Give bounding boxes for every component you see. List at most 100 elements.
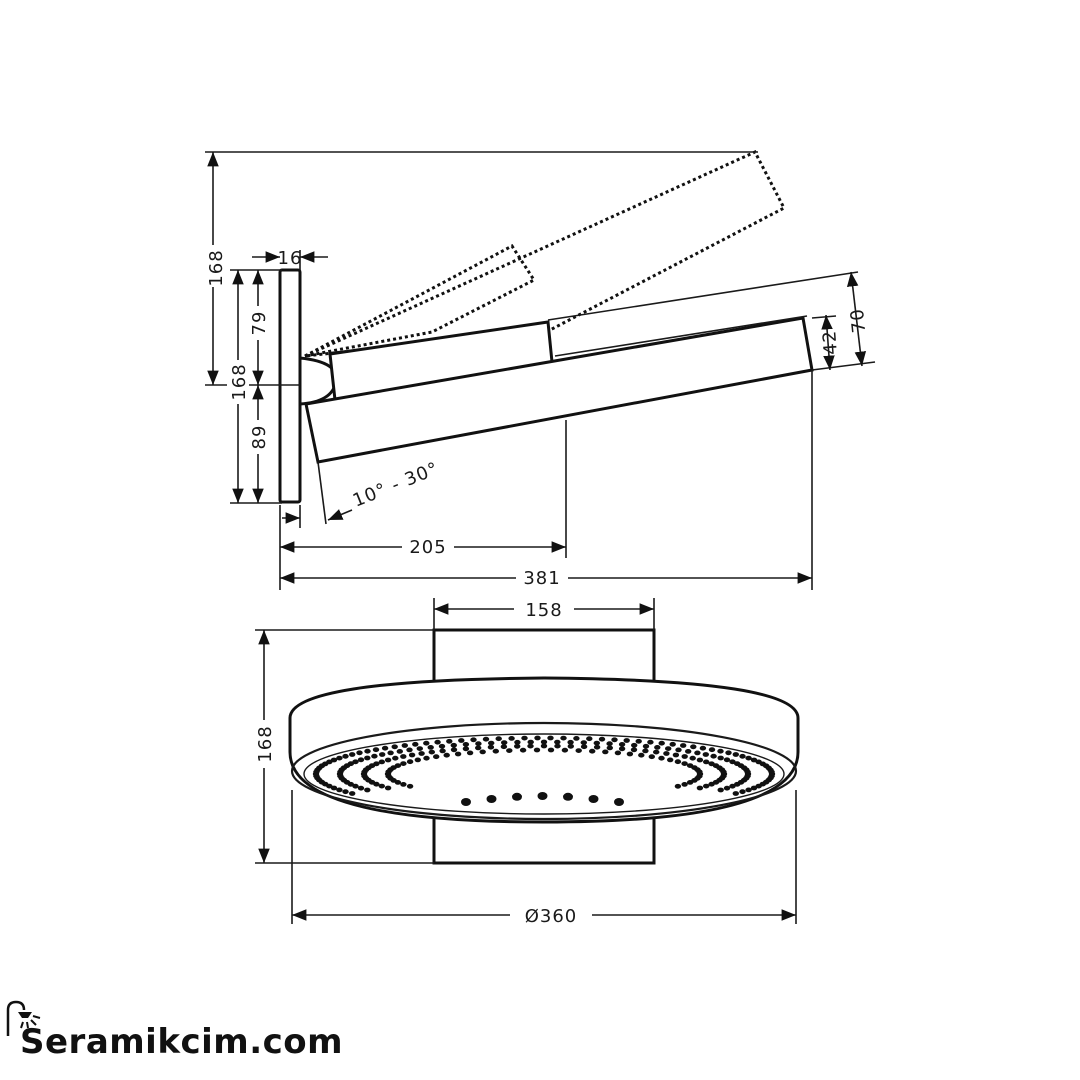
label-381: 381	[523, 568, 560, 589]
nozzle	[352, 759, 359, 765]
ext-head-bottom	[811, 361, 876, 371]
nozzle	[750, 757, 758, 763]
label-158: 158	[525, 600, 562, 621]
nozzle	[423, 740, 430, 746]
shower-icon	[6, 1000, 41, 1036]
nozzle	[521, 735, 528, 741]
nozzle	[373, 761, 380, 767]
nozzle	[527, 743, 534, 749]
nozzle	[573, 736, 580, 741]
nozzle	[508, 736, 515, 741]
nozzle	[685, 749, 692, 754]
nozzle	[396, 749, 403, 754]
nozzle	[527, 739, 534, 745]
nozzle	[703, 759, 710, 765]
nozzle	[356, 750, 363, 756]
nozzle	[567, 739, 574, 745]
nozzle	[702, 752, 709, 757]
nozzle	[654, 745, 661, 750]
nozzle	[768, 769, 775, 775]
nozzle	[681, 754, 688, 759]
label-205: 205	[409, 537, 446, 558]
nozzle	[547, 735, 554, 741]
nozzle	[428, 749, 435, 755]
nozzle	[378, 783, 385, 789]
nozzle	[400, 754, 407, 759]
nozzle	[378, 759, 385, 765]
nozzle	[342, 753, 349, 759]
wall-plate	[278, 268, 302, 504]
nozzle	[663, 751, 670, 756]
nozzle	[611, 737, 618, 743]
nozzle	[606, 741, 613, 747]
nozzle	[439, 748, 446, 754]
nozzle	[458, 738, 465, 743]
nozzle	[675, 747, 682, 753]
nozzle	[475, 745, 482, 751]
label-angle: 10° - 30°	[350, 458, 442, 511]
nozzle	[330, 785, 338, 791]
nozzle	[519, 747, 527, 753]
shower-head-side	[304, 316, 814, 464]
shower-head-front	[288, 676, 800, 824]
nozzle	[745, 787, 752, 793]
nozzle	[725, 750, 732, 756]
spray-nozzles	[312, 735, 776, 806]
nozzle	[434, 739, 441, 745]
nozzle	[487, 744, 495, 750]
label-16: 16	[278, 248, 303, 269]
nozzle	[372, 747, 380, 753]
nozzle	[495, 736, 502, 742]
nozzle	[406, 747, 413, 753]
large-nozzle	[512, 792, 522, 801]
nozzle	[606, 745, 613, 751]
nozzle	[696, 785, 704, 791]
nozzle	[406, 783, 414, 789]
label-168-top: 168	[206, 249, 227, 286]
nozzle	[658, 740, 665, 746]
nozzle	[630, 747, 638, 753]
nozzle	[514, 739, 521, 745]
nozzle	[412, 741, 419, 747]
nozzle	[400, 761, 407, 766]
nozzle	[669, 741, 676, 747]
nozzle	[647, 739, 654, 745]
nozzle	[708, 747, 716, 753]
nozzle	[696, 769, 703, 775]
nozzle	[642, 748, 649, 754]
nozzle	[330, 757, 338, 763]
nozzle	[755, 783, 762, 789]
nozzle	[433, 754, 440, 760]
nozzle	[352, 783, 359, 789]
nozzle	[680, 743, 687, 748]
nozzle	[729, 783, 736, 789]
label-front-168: 168	[255, 725, 276, 762]
large-nozzle	[537, 792, 548, 800]
nozzle	[394, 763, 402, 768]
nozzle	[475, 741, 482, 747]
nozzle	[554, 739, 561, 745]
nozzle	[567, 743, 574, 749]
nozzle	[501, 740, 508, 745]
large-nozzle	[461, 798, 471, 806]
nozzle	[533, 747, 541, 753]
nozzle	[326, 759, 333, 765]
nozzle	[336, 787, 343, 793]
nozzle	[547, 747, 555, 753]
label-42: 42	[819, 329, 842, 355]
nozzle	[717, 748, 724, 754]
nozzle	[514, 743, 521, 749]
nozzle	[732, 791, 739, 796]
label-89: 89	[249, 425, 270, 450]
label-79: 79	[249, 311, 270, 336]
nozzle	[364, 755, 371, 761]
nozzle	[618, 746, 626, 752]
ext-head-face	[811, 315, 837, 319]
nozzle	[400, 782, 407, 787]
nozzle	[723, 785, 731, 791]
nozzle	[357, 785, 365, 791]
nozzle	[575, 748, 582, 753]
nozzle	[560, 735, 567, 741]
nozzle	[638, 752, 645, 758]
nozzle	[408, 752, 416, 758]
